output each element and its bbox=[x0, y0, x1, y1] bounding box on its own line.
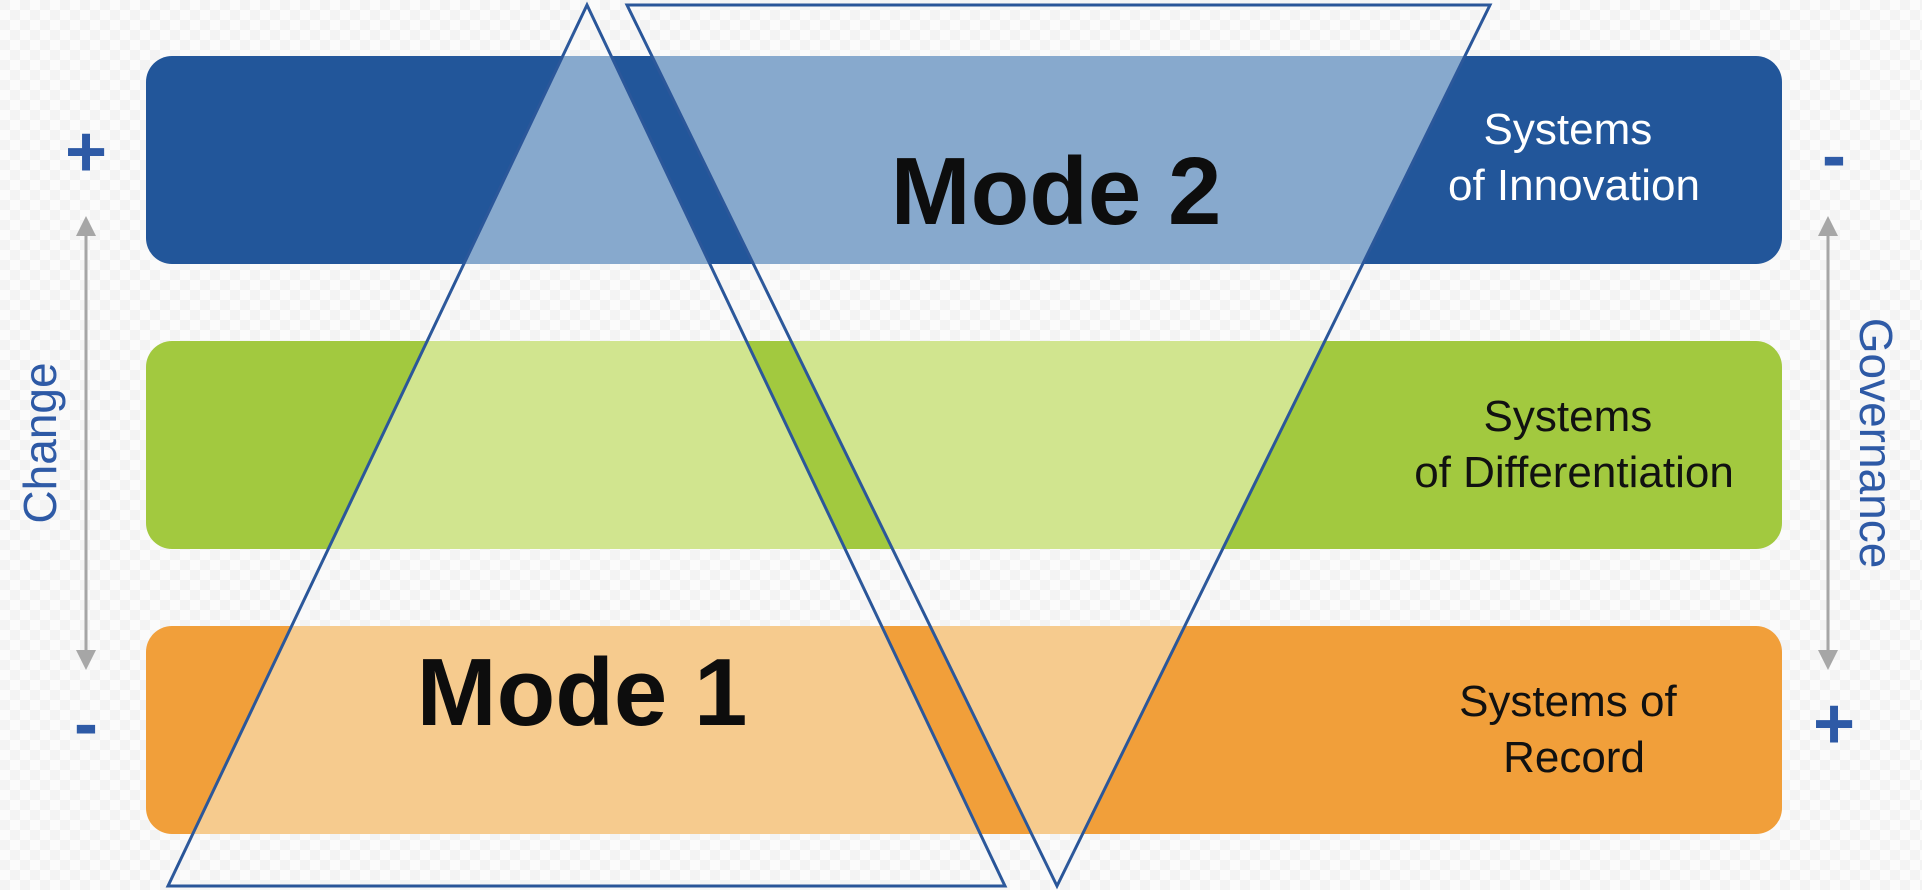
band-differentiation-label: Systems of Differentiation bbox=[1414, 392, 1734, 497]
mode1-triangle bbox=[165, 1, 1008, 888]
governance-arrow-down-icon bbox=[1818, 650, 1838, 670]
band-differentiation bbox=[146, 341, 1782, 549]
band-innovation-label: Systems of Innovation bbox=[1448, 105, 1700, 210]
band-record-line2: Record bbox=[1503, 733, 1645, 782]
governance-arrow-up-icon bbox=[1818, 216, 1838, 236]
mode2-triangle bbox=[624, 3, 1493, 890]
band-differentiation-overlap-mode1 bbox=[168, 341, 1005, 549]
change-plus-sign: + bbox=[65, 112, 107, 192]
mode1-label: Mode 1 bbox=[417, 639, 748, 746]
mode2-label: Mode 2 bbox=[891, 138, 1222, 245]
governance-plus-sign: + bbox=[1813, 684, 1855, 764]
band-record-overlap-mode1 bbox=[168, 626, 1005, 834]
band-innovation-line2: of Innovation bbox=[1448, 161, 1700, 210]
band-record-label: Systems of Record bbox=[1459, 677, 1689, 782]
band-innovation-overlap-mode2 bbox=[627, 56, 1490, 264]
governance-label: Governance bbox=[1850, 318, 1902, 569]
governance-axis: - Governance + bbox=[1813, 116, 1902, 764]
band-record bbox=[146, 626, 1782, 834]
governance-minus-sign: - bbox=[1822, 116, 1846, 196]
change-minus-sign: - bbox=[74, 684, 98, 764]
band-innovation bbox=[146, 56, 1782, 264]
band-differentiation-line2: of Differentiation bbox=[1414, 448, 1734, 497]
band-record-line1: Systems of bbox=[1459, 677, 1677, 726]
band-differentiation-line1: Systems bbox=[1484, 392, 1653, 441]
band-innovation-line1: Systems bbox=[1484, 105, 1653, 154]
change-axis: + Change - bbox=[14, 112, 107, 764]
change-arrow-up-icon bbox=[76, 216, 96, 236]
band-differentiation-overlap-mode2 bbox=[627, 341, 1490, 549]
change-label: Change bbox=[14, 362, 66, 523]
change-arrow-down-icon bbox=[76, 650, 96, 670]
